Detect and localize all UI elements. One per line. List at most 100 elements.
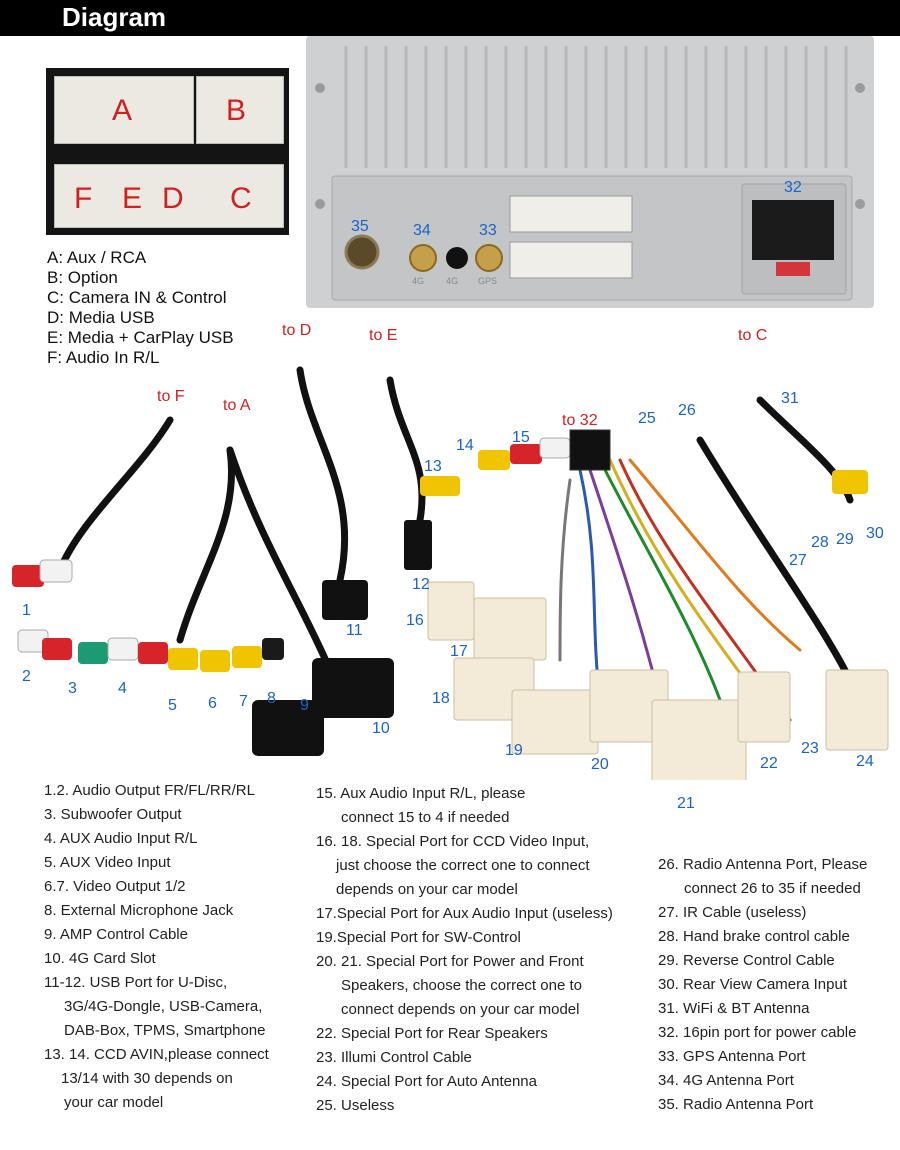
cable-number-11: 11 — [346, 622, 363, 639]
legend-item-a: A: Aux / RCA — [47, 248, 147, 267]
cable-number-4: 4 — [118, 680, 127, 697]
desc-col1-line-4: 5. AUX Video Input — [44, 854, 171, 871]
cable-number-10: 10 — [372, 720, 390, 737]
port-mark-gps: GPS — [478, 276, 498, 286]
desc-col1-line-7: 9. AMP Control Cable — [44, 926, 188, 943]
desc-col1-line-5: 6.7. Video Output 1/2 — [44, 878, 186, 895]
cable-number-18: 18 — [432, 690, 450, 707]
cable-number-24: 24 — [856, 753, 874, 770]
connector-fedc — [54, 164, 284, 228]
cable-number-8: 8 — [267, 690, 276, 707]
connector-letter-f: F — [74, 182, 93, 215]
cable-number-27: 27 — [789, 552, 807, 569]
connector-inset: A B F E D C — [46, 68, 289, 235]
cable-number-31: 31 — [781, 390, 799, 407]
desc-col3-line-1: 26. Radio Antenna Port, Please — [658, 856, 868, 873]
cable-number-29: 29 — [836, 531, 854, 548]
cable-number-6: 6 — [208, 695, 217, 712]
label-to-f: to F — [157, 388, 185, 405]
desc-col3-line-3: 27. IR Cable (useless) — [658, 904, 807, 921]
label-to-e: to E — [369, 327, 398, 344]
desc-col2-line-4: just choose the correct one to connect — [336, 857, 590, 874]
cable-number-23: 23 — [801, 740, 819, 757]
legend-item-e: E: Media + CarPlay USB — [47, 328, 234, 347]
desc-col3-line-11: 35. Radio Antenna Port — [658, 1096, 814, 1113]
connector-b — [196, 76, 284, 144]
cable-number-19: 19 — [505, 742, 523, 759]
desc-col1-line-9: 11-12. USB Port for U-Disc, — [44, 974, 228, 991]
legend-item-d: D: Media USB — [47, 308, 155, 327]
desc-col2-line-14: 25. Useless — [316, 1097, 395, 1114]
desc-col2-line-12: 23. Illumi Control Cable — [316, 1049, 472, 1066]
desc-col3-line-2: connect 26 to 35 if needed — [684, 880, 861, 897]
desc-col2-line-1: 15. Aux Audio Input R/L, please — [316, 785, 526, 802]
desc-col1-line-10: 3G/4G-Dongle, USB-Camera, — [64, 998, 263, 1015]
desc-col3-line-4: 28. Hand brake control cable — [658, 928, 850, 945]
cable-number-15: 15 — [512, 429, 530, 446]
cable-number-12: 12 — [412, 576, 430, 593]
cable-number-5: 5 — [168, 697, 177, 714]
cable-number-2: 2 — [22, 668, 31, 685]
desc-col1-line-11: DAB-Box, TPMS, Smartphone — [64, 1022, 266, 1039]
cable-number-9: 9 — [300, 697, 309, 714]
connector-letter-a: A — [112, 94, 133, 127]
cable-number-20: 20 — [591, 756, 609, 773]
legend-item-b: B: Option — [47, 268, 118, 287]
desc-col3-line-7: 31. WiFi & BT Antenna — [658, 1000, 810, 1017]
connector-a — [54, 76, 194, 144]
desc-col1-line-2: 3. Subwoofer Output — [44, 806, 182, 823]
legend-item-f: F: Audio In R/L — [47, 348, 160, 367]
header-bar: Diagram — [0, 0, 900, 36]
desc-col2-line-2: connect 15 to 4 if needed — [341, 809, 510, 826]
cable-number-28: 28 — [811, 534, 829, 551]
label-to-a: to A — [223, 397, 251, 414]
desc-col1-line-3: 4. AUX Audio Input R/L — [44, 830, 198, 847]
desc-col2-line-5: depends on your car model — [336, 881, 518, 898]
desc-col2-line-13: 24. Special Port for Auto Antenna — [316, 1073, 537, 1090]
cable-number-17: 17 — [450, 643, 468, 660]
port-label-34: 34 — [413, 222, 431, 239]
cable-number-13: 13 — [424, 458, 442, 475]
desc-col1-line-8: 10. 4G Card Slot — [44, 950, 156, 967]
desc-col3-line-5: 29. Reverse Control Cable — [658, 952, 835, 969]
cable-number-21: 21 — [677, 795, 695, 812]
connector-letter-e: E — [122, 182, 143, 215]
head-unit-rear-panel: 35 34 33 32 4G 4G GPS — [306, 36, 874, 308]
desc-col1-line-1: 1.2. Audio Output FR/FL/RR/RL — [44, 782, 255, 799]
cable-number-1: 1 — [22, 602, 31, 619]
desc-col1-line-14: your car model — [64, 1094, 164, 1111]
desc-col1-line-12: 13. 14. CCD AVIN,please connect — [44, 1046, 269, 1063]
head-unit-illustration — [315, 46, 865, 301]
legend-item-c: C: Camera IN & Control — [47, 288, 227, 307]
port-label-32: 32 — [784, 179, 802, 196]
port-mark-4g-b: 4G — [446, 276, 459, 286]
cable-number-14: 14 — [456, 437, 474, 454]
cable-number-25: 25 — [638, 410, 656, 427]
connector-letter-d: D — [162, 182, 184, 215]
port-label-33: 33 — [479, 222, 497, 239]
cable-number-16: 16 — [406, 612, 424, 629]
desc-col2-line-11: 22. Special Port for Rear Speakers — [316, 1025, 548, 1042]
page-title: Diagram — [62, 2, 167, 32]
port-label-35: 35 — [351, 218, 369, 235]
label-to-32: to 32 — [562, 412, 598, 429]
desc-col2-line-9: Speakers, choose the correct one to — [341, 977, 582, 994]
desc-col2-line-3: 16. 18. Special Port for CCD Video Input… — [316, 833, 590, 850]
cable-number-22: 22 — [760, 755, 778, 772]
desc-col2-line-10: connect depends on your car model — [341, 1001, 580, 1018]
cable-number-7: 7 — [239, 693, 248, 710]
connector-letter-b: B — [226, 94, 247, 127]
label-to-c: to C — [738, 327, 768, 344]
cable-number-3: 3 — [68, 680, 77, 697]
cable-harness-illustration — [12, 366, 889, 780]
desc-col3-line-6: 30. Rear View Camera Input — [658, 976, 847, 993]
label-to-d: to D — [282, 322, 312, 339]
cable-number-30: 30 — [866, 525, 884, 542]
connector-letter-c: C — [230, 182, 252, 215]
desc-col3-line-8: 32. 16pin port for power cable — [658, 1024, 857, 1041]
desc-col2-line-8: 20. 21. Special Port for Power and Front — [316, 953, 584, 970]
cable-number-26: 26 — [678, 402, 696, 419]
desc-col3-line-10: 34. 4G Antenna Port — [658, 1072, 794, 1089]
desc-col2-line-7: 19.Special Port for SW-Control — [316, 929, 521, 946]
desc-col2-line-6: 17.Special Port for Aux Audio Input (use… — [316, 905, 613, 922]
